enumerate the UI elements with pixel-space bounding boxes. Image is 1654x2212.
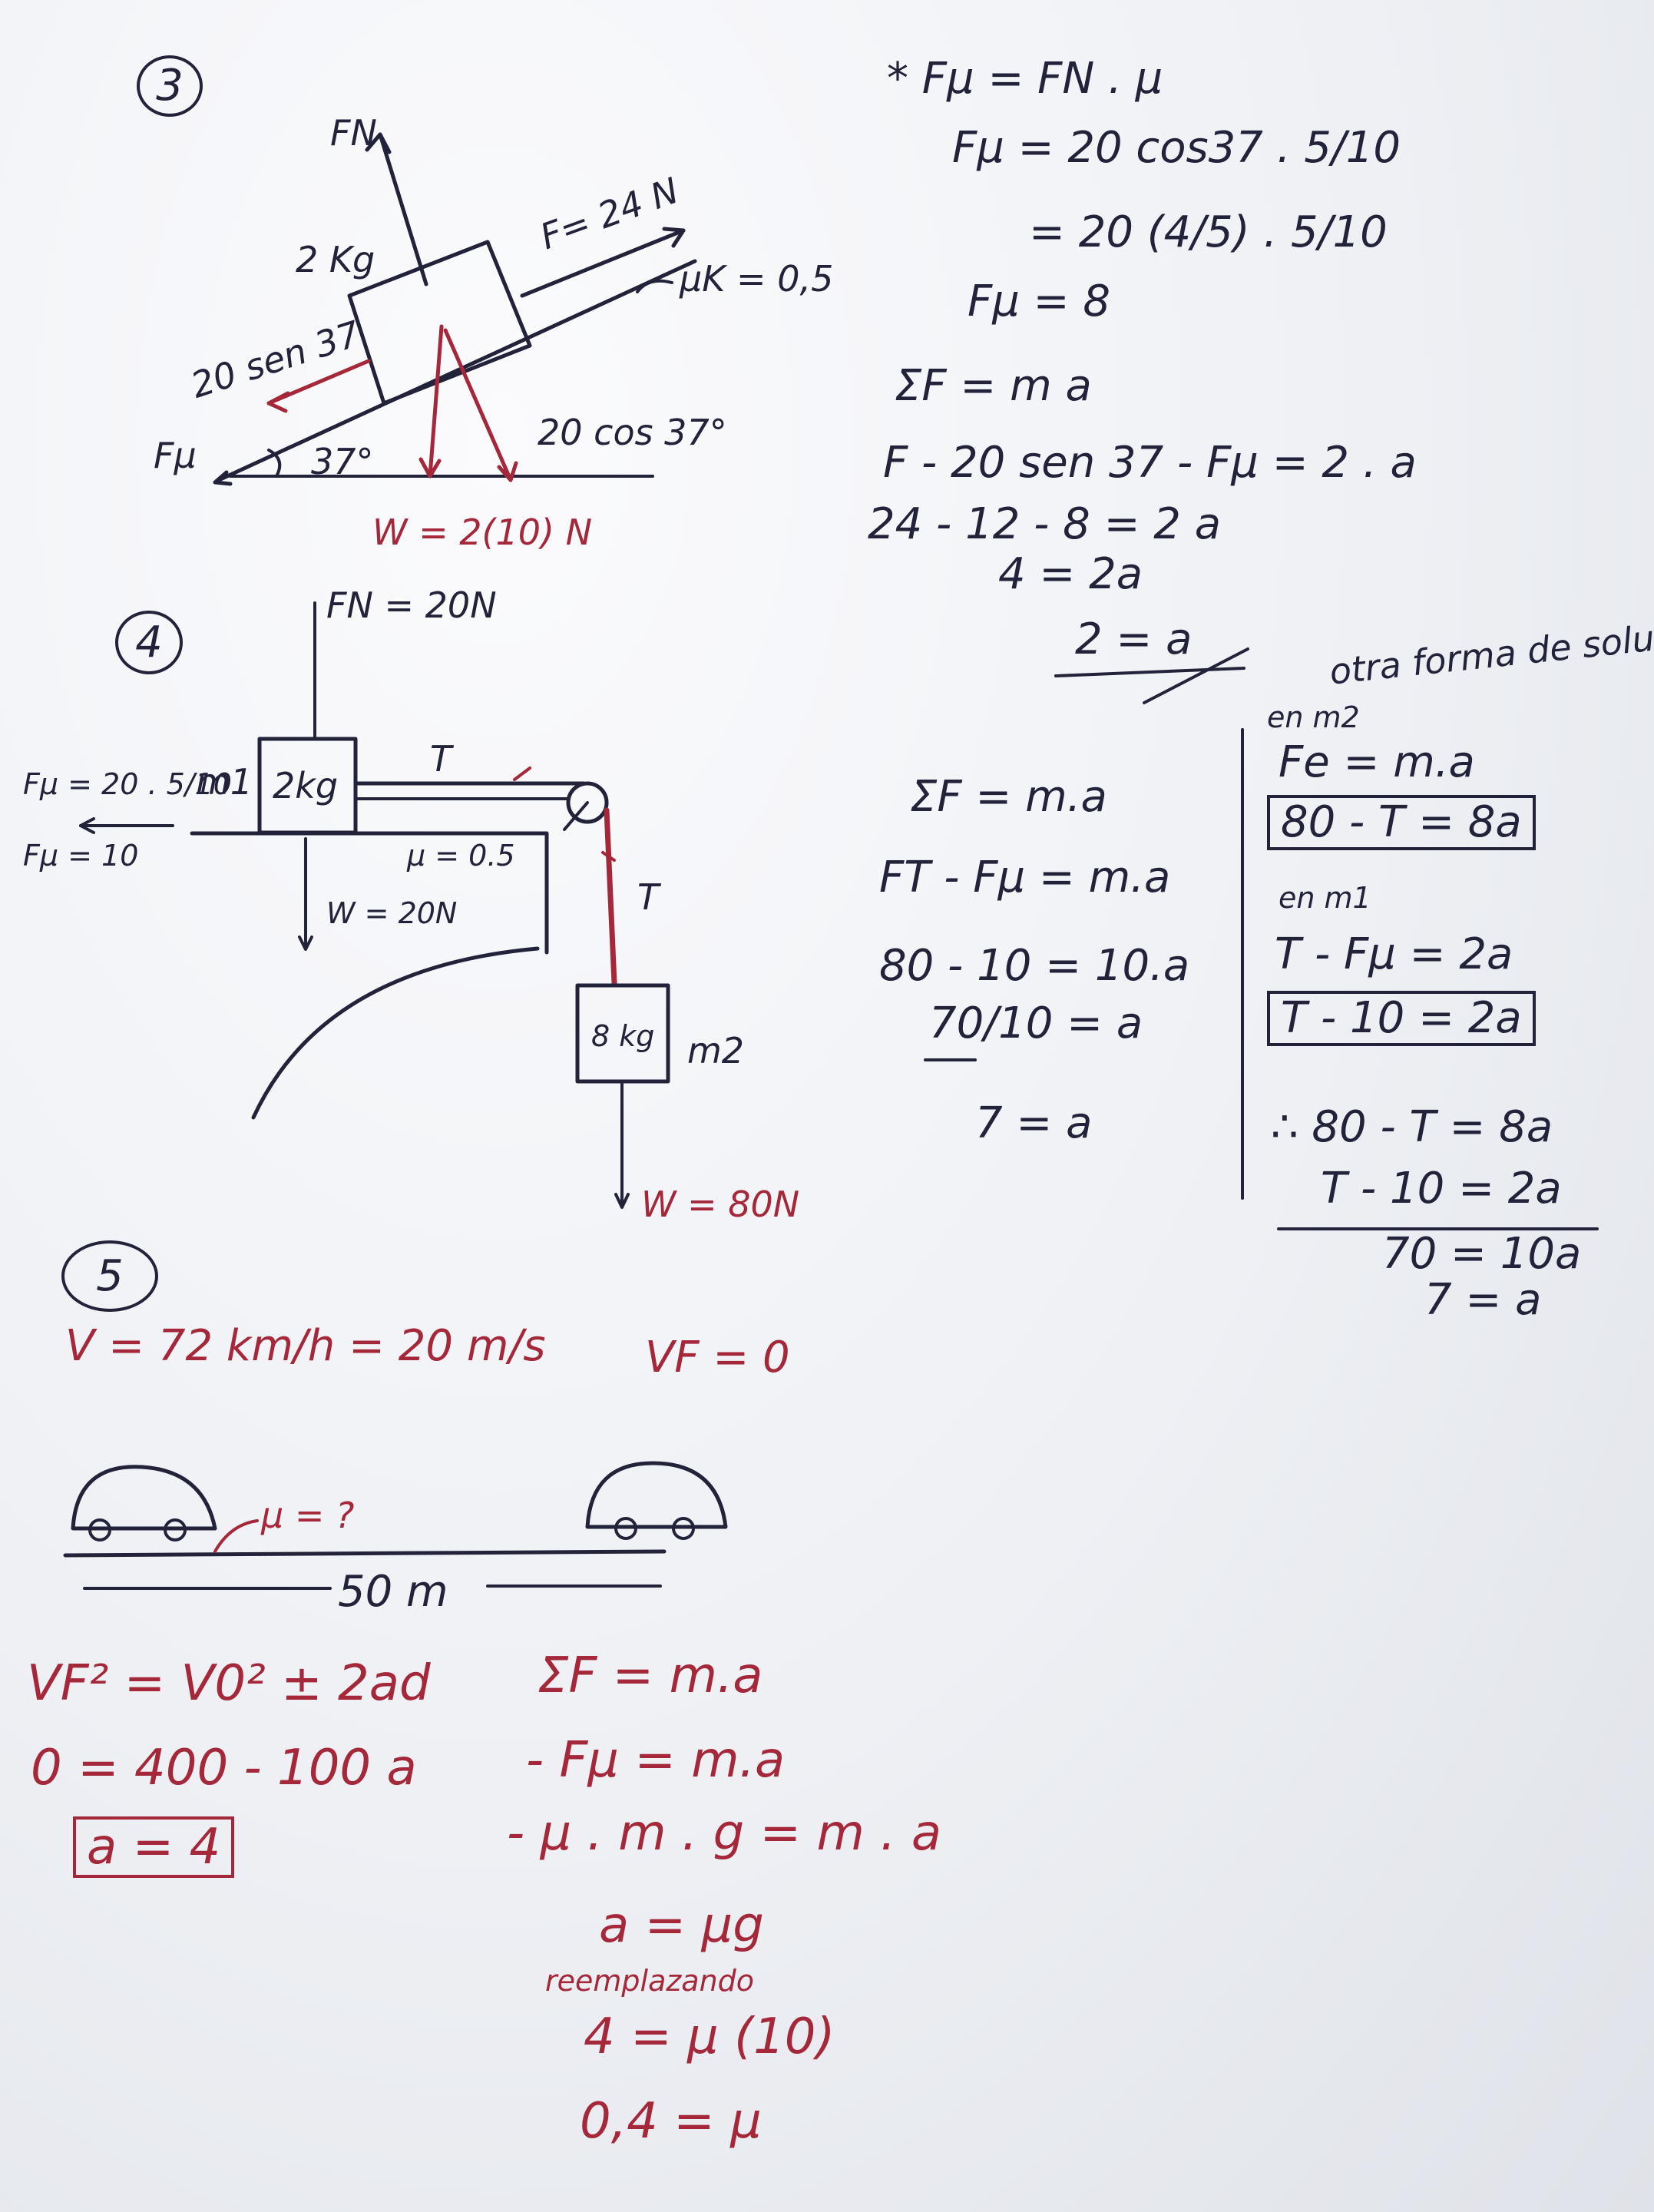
p3-calc-6: F - 20 sen 37 - Fμ = 2 . a [883, 438, 1417, 488]
road-line [63, 1549, 667, 1558]
p5-left-result: a = 4 [73, 1816, 235, 1878]
p5-left-calc-1: VF² = V0² ± 2ad [27, 1655, 431, 1712]
p4-calc-5: 7 = a [975, 1098, 1093, 1148]
normal-force-label: FN [330, 112, 377, 154]
sen-arrowhead [266, 391, 290, 413]
friction-arrowhead [213, 470, 233, 486]
p5-right-calc-5: reemplazando [545, 1964, 755, 1998]
p3-calc-8: 4 = 2a [998, 549, 1143, 599]
problem-5-number: 5 [61, 1240, 158, 1312]
mass-label: 2 Kg [296, 239, 375, 280]
muk-pointer [636, 279, 673, 293]
p4-calc-4: 70/10 = a [929, 998, 1143, 1048]
weight-arrowhead [418, 457, 442, 478]
normal-arrowhead [365, 132, 392, 154]
p5-left-calc-2: 0 = 400 - 100 a [31, 1740, 417, 1796]
alt-sum-4: 7 = a [1424, 1275, 1542, 1325]
block-m2 [575, 983, 670, 1084]
result-slash [1143, 647, 1249, 704]
tension-label-1: T [430, 738, 452, 780]
m1-weight-label: W = 20N [326, 896, 458, 930]
alt-boxed-eq-2: T - 10 = 2a [1267, 991, 1536, 1046]
car-right-wheel-2 [672, 1517, 695, 1540]
problem-3-number: 3 [137, 55, 203, 117]
mu-pointer [213, 1519, 259, 1553]
p4-friction-coefficient: μ = 0.5 [407, 839, 515, 873]
p4-calc-3: 80 - 10 = 10.a [879, 941, 1190, 991]
car-right-wheel-1 [614, 1517, 637, 1540]
block-m2-mass: 8 kg [591, 1019, 655, 1053]
p4-friction-value: Fμ = 10 [23, 839, 139, 873]
m1-label: m1 [196, 761, 253, 803]
alt-boxed-eq-1: 80 - T = 8a [1267, 795, 1536, 850]
car-left-wheel-1 [88, 1518, 111, 1541]
table-support-curve [251, 946, 540, 1120]
weight-m2-arrowhead [614, 1193, 630, 1209]
block-m1-mass: 2kg [273, 765, 339, 806]
tension-label-2: T [637, 876, 660, 918]
applied-arrowhead [662, 227, 686, 248]
car-right-body [585, 1461, 728, 1529]
final-velocity: VF = 0 [645, 1333, 790, 1382]
p3-calc-5: ΣF = m a [895, 361, 1092, 411]
normal-force-arrow [378, 132, 428, 286]
p5-right-calc-6: 4 = μ (10) [584, 2008, 835, 2065]
p3-calc-1: * Fμ = FN . μ [887, 54, 1163, 104]
angle-arc [267, 449, 282, 478]
p4-normal-force: FN = 20N [326, 584, 497, 626]
p4-calc-1: ΣF = m.a [910, 772, 1107, 822]
m2-label: m2 [687, 1030, 745, 1071]
p5-right-calc-3: - μ . m . g = m . a [507, 1805, 942, 1862]
weight-m1-arrowhead [298, 935, 313, 951]
p3-calc-3: = 20 (4/5) . 5/10 [1029, 207, 1388, 257]
friction-arrowhead-4 [79, 817, 95, 834]
tension-tick-2 [513, 767, 531, 781]
p3-calc-2: Fμ = 20 cos37 . 5/10 [952, 123, 1401, 173]
p3-calc-4: Fμ = 8 [968, 276, 1110, 326]
p4-friction-calc: Fμ = 20 . 5/10 [23, 767, 232, 801]
weight-label: W = 2(10) N [372, 512, 592, 553]
incline-line [217, 259, 697, 482]
cos-arrowhead [497, 461, 518, 482]
m2-weight-label: W = 80N [641, 1184, 800, 1225]
p5-right-calc-1: ΣF = m.a [538, 1647, 763, 1704]
problem-4-number: 4 [115, 611, 183, 674]
cos-component-label: 20 cos 37° [538, 412, 727, 453]
applied-force-arrow [520, 228, 686, 298]
p5-right-calc-2: - Fμ = m.a [526, 1732, 786, 1789]
alt-en-m2: en m2 [1267, 700, 1360, 734]
rope-vertical [604, 807, 617, 986]
car-left-body [71, 1465, 217, 1531]
p3-calc-9: 2 = a [1075, 614, 1193, 664]
block-m1 [257, 737, 358, 835]
alt-en-m1: en m1 [1279, 881, 1371, 915]
pulley [566, 781, 609, 824]
alt-eq-2: T - Fμ = 2a [1275, 929, 1513, 979]
alt-sum-3: 70 = 10a [1382, 1229, 1582, 1279]
mu-unknown-label: μ = ? [261, 1495, 355, 1536]
angle-label: 37° [311, 441, 374, 482]
friction-force-label: Fμ [154, 435, 197, 476]
tension-tick [601, 851, 616, 862]
p5-right-calc-4: a = μg [599, 1897, 764, 1954]
p3-calc-7: 24 - 12 - 8 = 2 a [868, 499, 1222, 549]
friction-coefficient-label: μK = 0,5 [680, 258, 834, 300]
result-underline [1054, 667, 1245, 677]
p5-right-calc-7: 0,4 = μ [580, 2093, 762, 2150]
p4-calc-2: FT - Fμ = m.a [879, 853, 1171, 902]
alt-sum-1: ∴ 80 - T = 8a [1271, 1102, 1553, 1152]
distance-label: 50 m [338, 1567, 448, 1617]
weight-arrow [428, 324, 444, 478]
initial-velocity: V = 72 km/h = 20 m/s [65, 1321, 546, 1371]
alt-sum-2: T - 10 = 2a [1321, 1164, 1562, 1214]
pulley-mount [563, 801, 589, 831]
car-left-wheel-2 [164, 1518, 187, 1541]
cos-component-arrow [443, 328, 513, 482]
alt-eq-1: Fe = m.a [1279, 737, 1475, 787]
block-2kg [347, 240, 532, 406]
